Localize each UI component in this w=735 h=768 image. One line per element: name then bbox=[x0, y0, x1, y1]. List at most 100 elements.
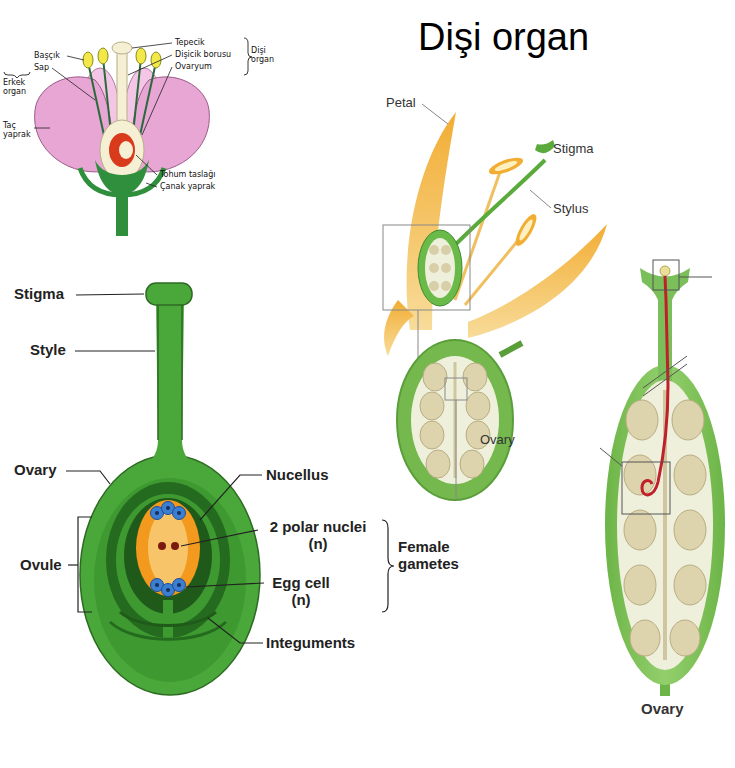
zoom-box bbox=[653, 260, 679, 290]
ovary-shape bbox=[624, 565, 656, 605]
leader-line bbox=[128, 55, 172, 75]
leader-line bbox=[78, 517, 92, 612]
zoom-box bbox=[422, 104, 551, 500]
stamen bbox=[465, 238, 520, 305]
pistil-body bbox=[80, 283, 260, 695]
diagram-title: Dişi organ bbox=[418, 16, 589, 60]
egg-apparatus bbox=[173, 507, 186, 520]
leader-line bbox=[68, 564, 78, 565]
pistil-body bbox=[136, 303, 204, 470]
ovary-shape bbox=[605, 268, 725, 696]
pistil-body bbox=[157, 303, 159, 440]
ovary-inset bbox=[466, 392, 490, 420]
pistil-shape bbox=[418, 230, 462, 306]
leader-line bbox=[52, 68, 95, 100]
leader-line bbox=[66, 471, 110, 484]
ovary-shape bbox=[674, 510, 706, 550]
flower-pistil bbox=[112, 42, 132, 54]
flower-pistil bbox=[119, 141, 133, 159]
ovary-inset bbox=[397, 340, 522, 500]
ovule-shape bbox=[148, 510, 188, 586]
ovary-shape bbox=[674, 455, 706, 495]
part-label: Style bbox=[30, 341, 66, 358]
pistil-shape bbox=[535, 140, 555, 153]
zoom-box bbox=[600, 260, 712, 514]
zoom-box bbox=[445, 378, 467, 400]
ovary-inset bbox=[460, 450, 484, 478]
zoom-box bbox=[679, 277, 712, 278]
flower-pistil bbox=[117, 50, 127, 128]
ovary-shape bbox=[670, 620, 700, 656]
brace bbox=[4, 72, 30, 78]
flower-sepals bbox=[116, 190, 128, 236]
ovary-shape bbox=[617, 380, 713, 670]
part-label: Ovary bbox=[480, 433, 515, 448]
part-label: Taç yaprak bbox=[3, 121, 35, 139]
ovule-shape bbox=[106, 482, 230, 640]
pistil-shape bbox=[441, 245, 451, 255]
part-label: Çanak yaprak bbox=[160, 182, 215, 191]
leader-line bbox=[181, 530, 258, 546]
brace bbox=[244, 38, 252, 75]
pistil-body bbox=[146, 283, 192, 305]
part-label: Erkek organ bbox=[3, 78, 35, 96]
leader-line bbox=[132, 43, 172, 48]
brace bbox=[4, 38, 252, 78]
egg-apparatus bbox=[166, 588, 170, 592]
stamen bbox=[517, 218, 534, 242]
ovary-shape bbox=[624, 510, 656, 550]
leader-line bbox=[34, 128, 50, 129]
ovary-shape bbox=[672, 400, 704, 440]
leader-line bbox=[208, 618, 263, 643]
part-label: Ovule bbox=[20, 556, 62, 573]
part-label: Stigma bbox=[553, 142, 593, 157]
part-label: Stylus bbox=[553, 202, 588, 217]
ovule-shape bbox=[136, 500, 200, 596]
part-label: Egg cell (n) bbox=[266, 574, 336, 609]
egg-apparatus bbox=[171, 542, 179, 550]
flower-pistil bbox=[100, 120, 144, 180]
flower-stamens bbox=[136, 48, 146, 64]
pollen-tube bbox=[660, 266, 670, 276]
egg-apparatus bbox=[177, 511, 181, 515]
ovary-inset bbox=[500, 343, 522, 355]
part-label: Ovaryum bbox=[175, 62, 212, 71]
petal-shape bbox=[468, 224, 607, 338]
part-label: Ovary bbox=[14, 461, 57, 478]
ovary-shape bbox=[605, 365, 725, 685]
zoom-box bbox=[643, 356, 687, 388]
part-label: Dişi organ bbox=[251, 46, 285, 64]
ovule-shape bbox=[120, 612, 216, 626]
zoom-box bbox=[456, 400, 457, 500]
pistil-shape bbox=[429, 281, 439, 291]
pistil-shape bbox=[455, 160, 545, 245]
ovary-inset bbox=[397, 340, 513, 500]
pistil-body bbox=[94, 478, 246, 682]
flower-sepals bbox=[80, 160, 164, 236]
part-label: Ovary bbox=[641, 700, 684, 717]
egg-apparatus bbox=[151, 502, 186, 597]
leader-line bbox=[136, 155, 157, 175]
flower-pistil bbox=[100, 42, 144, 180]
egg-apparatus bbox=[173, 579, 186, 592]
flower-stamens bbox=[98, 48, 108, 64]
ovary-inset bbox=[420, 421, 444, 449]
part-label: Stigma bbox=[14, 285, 64, 302]
ovule-shape bbox=[163, 600, 173, 640]
part-label: 2 polar nuclei (n) bbox=[262, 518, 374, 553]
zoom-box bbox=[643, 364, 687, 396]
pistil-shape bbox=[429, 245, 439, 255]
egg-apparatus bbox=[166, 506, 170, 510]
ovary-inset bbox=[423, 363, 447, 391]
egg-apparatus bbox=[158, 542, 166, 550]
ovule-shape bbox=[110, 622, 226, 639]
flower-stamens bbox=[83, 52, 93, 68]
part-label: Tohum taslağı bbox=[160, 170, 216, 179]
zoom-box bbox=[600, 448, 622, 466]
pistil-body bbox=[181, 303, 183, 440]
pistil-body bbox=[80, 455, 260, 695]
pistil-shape bbox=[441, 263, 451, 273]
leader-line bbox=[200, 475, 262, 520]
